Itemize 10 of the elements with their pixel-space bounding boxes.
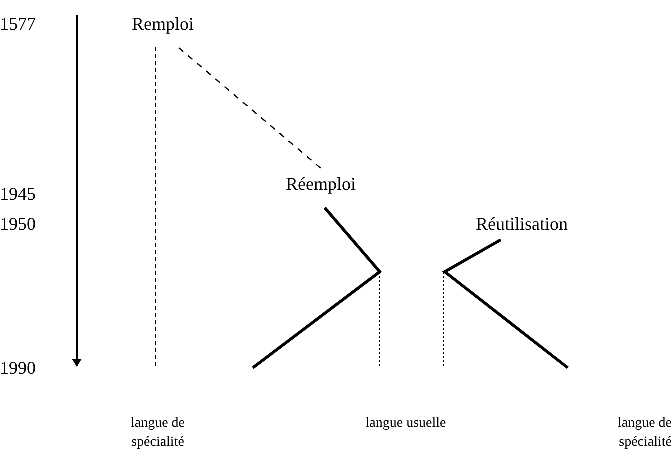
term-label: Remploi: [132, 15, 194, 33]
register-label: langue de spécialité: [130, 415, 186, 452]
year-label: 1577: [0, 13, 37, 36]
year-label: 1945: [0, 183, 37, 206]
year-label: 1990: [0, 357, 37, 380]
term-label: Réutilisation: [476, 215, 568, 233]
year-label: 1950: [0, 213, 37, 236]
term-label: Réemploi: [286, 175, 356, 193]
register-label: langue de spécialité: [616, 415, 672, 452]
register-label: langue usuelle: [364, 415, 448, 433]
